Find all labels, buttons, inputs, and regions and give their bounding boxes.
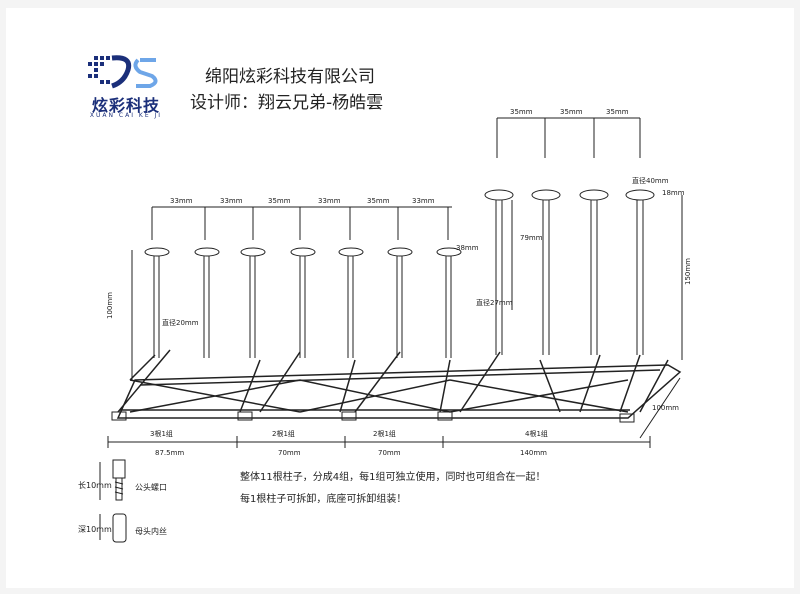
dia-right-label: 直径40mm bbox=[632, 176, 669, 185]
base-feet bbox=[111, 411, 635, 423]
len1-label: 87.5mm bbox=[155, 449, 184, 457]
female-connector-sketch bbox=[99, 513, 127, 543]
right-height-label: 150mm bbox=[684, 258, 692, 285]
len2-label: 70mm bbox=[278, 449, 301, 457]
len4-label: 140mm bbox=[520, 449, 547, 457]
parts-labels: 长10mm 公头螺口 深10mm 母头内丝 bbox=[78, 480, 167, 536]
dim-spacing-2: 33mm bbox=[220, 197, 243, 205]
designer-credit: 设计师：翔云兄弟-杨皓雲 bbox=[190, 93, 384, 113]
logo-mark-icon bbox=[88, 55, 158, 89]
drawing-sheet bbox=[6, 8, 794, 588]
group2-label: 2根1组 bbox=[272, 429, 295, 438]
dimension-line-left bbox=[151, 206, 452, 240]
dimension-line-right bbox=[496, 117, 641, 158]
dimension-labels: 33mm 33mm 35mm 33mm 35mm 33mm 35mm 35mm … bbox=[106, 108, 692, 457]
mid-height-label: 79mm bbox=[520, 234, 543, 242]
note-line-1: 整体11根柱子，分成4组，每1组可独立使用，同时也可组合在一起！ bbox=[240, 470, 545, 483]
male-length-label: 长10mm bbox=[78, 480, 112, 490]
small-dim-label: 38mm bbox=[456, 244, 479, 252]
male-connector-sketch bbox=[99, 459, 126, 501]
length-dimensions bbox=[107, 436, 651, 448]
dia-mid-label: 直径27mm bbox=[476, 298, 513, 307]
dim-spacing-1: 33mm bbox=[170, 197, 193, 205]
female-depth-label: 深10mm bbox=[78, 525, 112, 534]
len3-label: 70mm bbox=[378, 449, 401, 457]
dim-spacing-3: 35mm bbox=[268, 197, 291, 205]
dim-spacing-6: 33mm bbox=[412, 197, 435, 205]
dim-spacing-5: 35mm bbox=[367, 197, 390, 205]
company-name: 绵阳炫彩科技有限公司 bbox=[205, 67, 375, 87]
dim-spacing-8: 35mm bbox=[560, 108, 583, 116]
small-dim2-label: 18mm bbox=[662, 189, 685, 197]
dim-spacing-9: 35mm bbox=[606, 108, 629, 116]
notes: 整体11根柱子，分成4组，每1组可独立使用，同时也可组合在一起！ 每1根柱子可拆… bbox=[240, 470, 545, 505]
depth-label: 100mm bbox=[652, 404, 679, 412]
group3-label: 2根1组 bbox=[373, 429, 396, 438]
company-logo: 炫彩科技 XUAN CAI KE JI bbox=[80, 52, 172, 122]
dim-spacing-4: 33mm bbox=[318, 197, 341, 205]
left-poles bbox=[144, 247, 462, 358]
depth-dim bbox=[639, 377, 681, 439]
group1-label: 3根1组 bbox=[150, 429, 173, 438]
right-poles bbox=[484, 189, 655, 355]
left-height-label: 100mm bbox=[106, 292, 114, 319]
female-connector-label: 母头内丝 bbox=[135, 526, 167, 536]
note-line-2: 每1根柱子可拆卸，底座可拆卸组装！ bbox=[240, 492, 406, 505]
dia-left-label: 直径20mm bbox=[162, 318, 199, 327]
base-frame bbox=[116, 349, 682, 419]
dim-spacing-7: 35mm bbox=[510, 108, 533, 116]
male-connector-label: 公头螺口 bbox=[135, 482, 167, 492]
logo-text: 炫彩科技 bbox=[91, 96, 160, 115]
logo-subtitle: XUAN CAI KE JI bbox=[89, 112, 163, 119]
group4-label: 4根1组 bbox=[525, 429, 548, 438]
